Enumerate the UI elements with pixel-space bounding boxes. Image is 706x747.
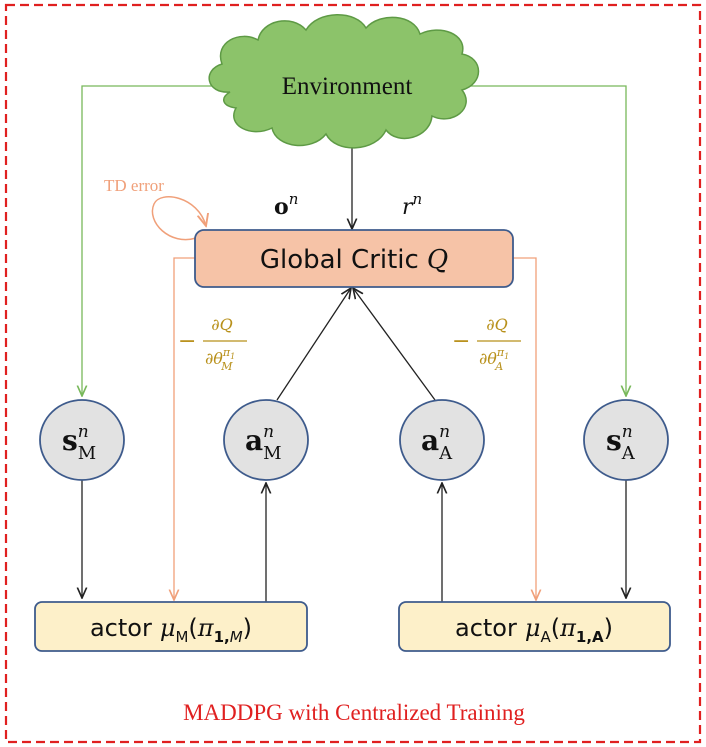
cloud-shape <box>208 14 480 149</box>
actor-a-rect <box>398 601 671 652</box>
actor-a-pi-sub: 1,A <box>576 628 604 646</box>
node-a-a-circle <box>399 399 485 481</box>
gradient-left-numerator: ∂Q <box>211 315 232 334</box>
gradient-left-den-sub: M <box>220 360 233 373</box>
aa-to-critic-arrow <box>353 288 436 401</box>
environment-cloud: Environment <box>208 14 480 149</box>
critic-rect <box>194 229 514 288</box>
reward-base: r <box>402 195 414 220</box>
actor-m-mu: μ <box>160 614 176 642</box>
actor-m-close: ) <box>243 614 252 642</box>
node-a-m-sub: M <box>263 443 281 464</box>
node-s-a-circle <box>583 399 669 481</box>
gradient-right-minus: − <box>452 329 470 354</box>
reward-label: rn <box>402 190 422 220</box>
reward-sup: n <box>413 190 423 208</box>
actor-a-mu: μ <box>525 614 541 642</box>
node-s-a-base: s <box>606 424 622 457</box>
env-to-sm-line <box>82 85 232 396</box>
node-s-m-sup: n <box>78 422 89 442</box>
env-to-sa-line <box>460 85 626 396</box>
actor-m-prefix: actor <box>90 614 152 642</box>
critic-symbol: Q <box>427 245 448 275</box>
node-a-a-sub: A <box>438 443 453 464</box>
gradient-right-den-sup: π <box>496 346 505 359</box>
gradient-right-den-base: ∂θ <box>479 349 497 368</box>
actor-m-rect <box>34 601 308 652</box>
observation-base: o <box>274 194 289 220</box>
td-error-loop-arrow <box>151 196 206 241</box>
am-to-critic-arrow <box>276 288 351 401</box>
node-s-m-sub: M <box>78 443 96 464</box>
actor-a-mu-sub: A <box>540 628 551 646</box>
actor-m-pi-sub: 1, <box>214 628 230 646</box>
td-error-label: TD error <box>104 176 164 195</box>
node-a-a-sup: n <box>439 422 450 442</box>
node-s-m-base: s <box>62 424 78 457</box>
gradient-left-den-supsub: 1 <box>230 352 235 361</box>
gradient-right-den-sub: A <box>494 360 503 373</box>
gradient-left-den-sup: π <box>222 346 231 359</box>
actor-m-pi-sub2: M <box>230 628 243 646</box>
node-a-a-base: a <box>421 424 439 457</box>
actor-m-open: ( <box>188 614 197 642</box>
actor-m-pi: π <box>197 614 215 642</box>
node-s-a-sup: n <box>622 422 633 442</box>
environment-label: Environment <box>282 73 413 100</box>
outer-frame <box>4 3 702 744</box>
diagram-caption: MADDPG with Centralized Training <box>183 700 525 725</box>
observation-sup: n <box>289 190 299 208</box>
actor-m-mu-sub: M <box>175 628 188 646</box>
critic-to-actor-m-gradient-line <box>174 257 198 600</box>
gradient-left-minus: − <box>178 329 196 354</box>
actor-a-open: ( <box>551 614 560 642</box>
gradient-left-den-base: ∂θ <box>205 349 223 368</box>
node-s-a-sub: A <box>621 443 636 464</box>
node-a-m-sup: n <box>263 422 274 442</box>
gradient-right-den-supsub: 1 <box>504 352 509 361</box>
node-a-m-circle <box>223 399 309 481</box>
actor-a-close: ) <box>604 614 613 642</box>
actor-a-prefix: actor <box>455 614 517 642</box>
critic-label-text: Global Critic <box>260 245 419 275</box>
actor-a-pi: π <box>559 614 577 642</box>
node-s-m-circle <box>39 399 125 481</box>
global-critic-box: Global Critic Q <box>194 229 514 288</box>
critic-label: Global Critic Q <box>260 245 448 275</box>
gradient-right-numerator: ∂Q <box>486 315 507 334</box>
critic-to-actor-a-gradient-line <box>512 257 536 600</box>
node-a-m-base: a <box>245 424 263 457</box>
observation-label: on <box>274 190 298 220</box>
